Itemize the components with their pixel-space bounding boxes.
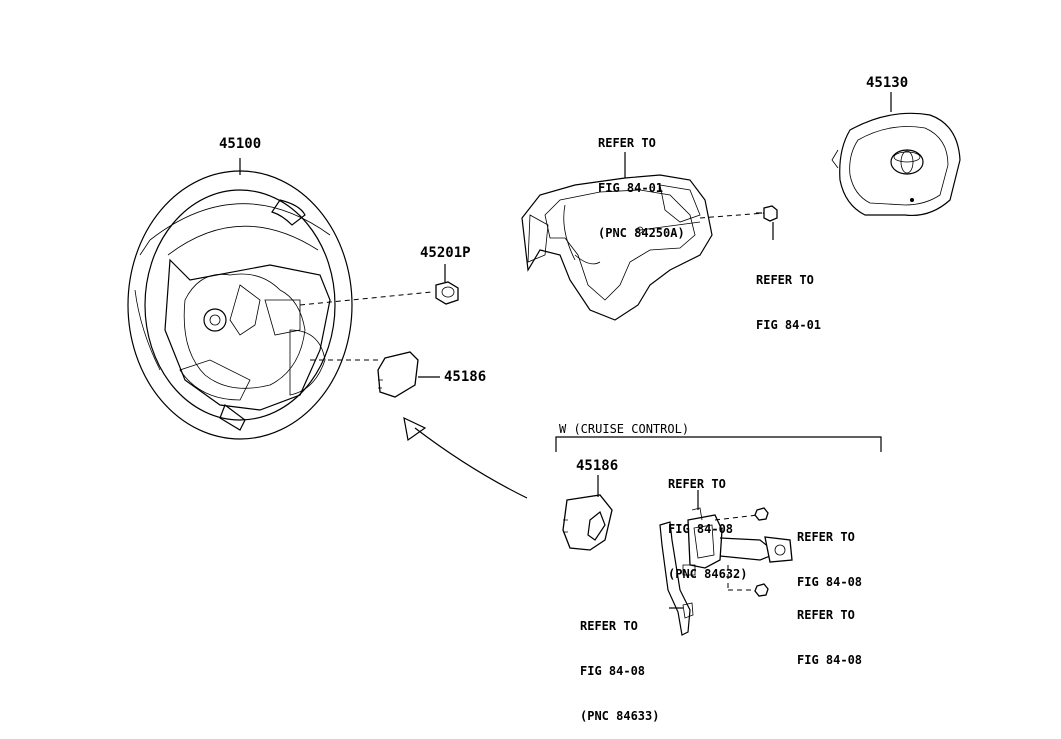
airbag-45130[interactable] bbox=[831, 112, 961, 217]
refer-cruise-bottom-line3: (PNC 84633) bbox=[580, 709, 660, 723]
refer-cruise-bottom-line2: FIG 84-08 bbox=[580, 664, 646, 678]
refer-cruise-right-1[interactable]: REFER TO FIG 84-08 bbox=[797, 500, 862, 605]
refer-cruise-right-1-line2: FIG 84-08 bbox=[797, 575, 863, 589]
cover-45186-cruise[interactable] bbox=[562, 494, 613, 551]
part-number-wheel[interactable]: 45100 bbox=[219, 136, 262, 152]
refer-cruise-right-1-line1: REFER TO bbox=[797, 530, 855, 544]
refer-cruise-top[interactable]: REFER TO FIG 84-08 (PNC 84632) bbox=[668, 447, 747, 597]
refer-screw[interactable]: REFER TO FIG 84-01 bbox=[756, 243, 821, 348]
refer-ring-line1: REFER TO bbox=[598, 136, 656, 150]
steering-wheel-45100[interactable] bbox=[127, 170, 353, 440]
refer-cruise-bottom-line1: REFER TO bbox=[580, 619, 638, 633]
refer-cruise-bottom[interactable]: REFER TO FIG 84-08 (PNC 84633) bbox=[580, 589, 659, 739]
nut-45201p[interactable] bbox=[435, 281, 459, 305]
refer-cruise-right-2-line2: FIG 84-08 bbox=[797, 653, 863, 667]
cover-45186-right[interactable] bbox=[377, 351, 419, 398]
part-number-nut[interactable]: 45201P bbox=[420, 245, 471, 261]
screw-84-01[interactable] bbox=[756, 205, 778, 222]
refer-screw-line2: FIG 84-01 bbox=[756, 318, 822, 332]
cruise-switch-assembly[interactable] bbox=[659, 507, 793, 636]
refer-screw-line1: REFER TO bbox=[756, 273, 814, 287]
refer-cruise-top-line1: REFER TO bbox=[668, 477, 726, 491]
refer-ring-line2: FIG 84-01 bbox=[598, 181, 664, 195]
part-number-cover-cruise[interactable]: 45186 bbox=[576, 458, 619, 474]
refer-cruise-right-2[interactable]: REFER TO FIG 84-08 bbox=[797, 578, 862, 683]
refer-cruise-top-line2: FIG 84-08 bbox=[668, 522, 734, 536]
refer-ring-line3: (PNC 84250A) bbox=[598, 226, 685, 240]
part-number-cover-right[interactable]: 45186 bbox=[444, 369, 487, 385]
group-title-cruise-control: W (CRUISE CONTROL) bbox=[559, 422, 690, 436]
part-number-airbag[interactable]: 45130 bbox=[866, 75, 909, 91]
refer-cruise-right-2-line1: REFER TO bbox=[797, 608, 855, 622]
refer-cruise-top-line3: (PNC 84632) bbox=[668, 567, 748, 581]
nut-84-08-lower[interactable] bbox=[754, 583, 769, 597]
nut-84-08-upper[interactable] bbox=[754, 507, 769, 521]
refer-ring[interactable]: REFER TO FIG 84-01 (PNC 84250A) bbox=[598, 106, 685, 256]
